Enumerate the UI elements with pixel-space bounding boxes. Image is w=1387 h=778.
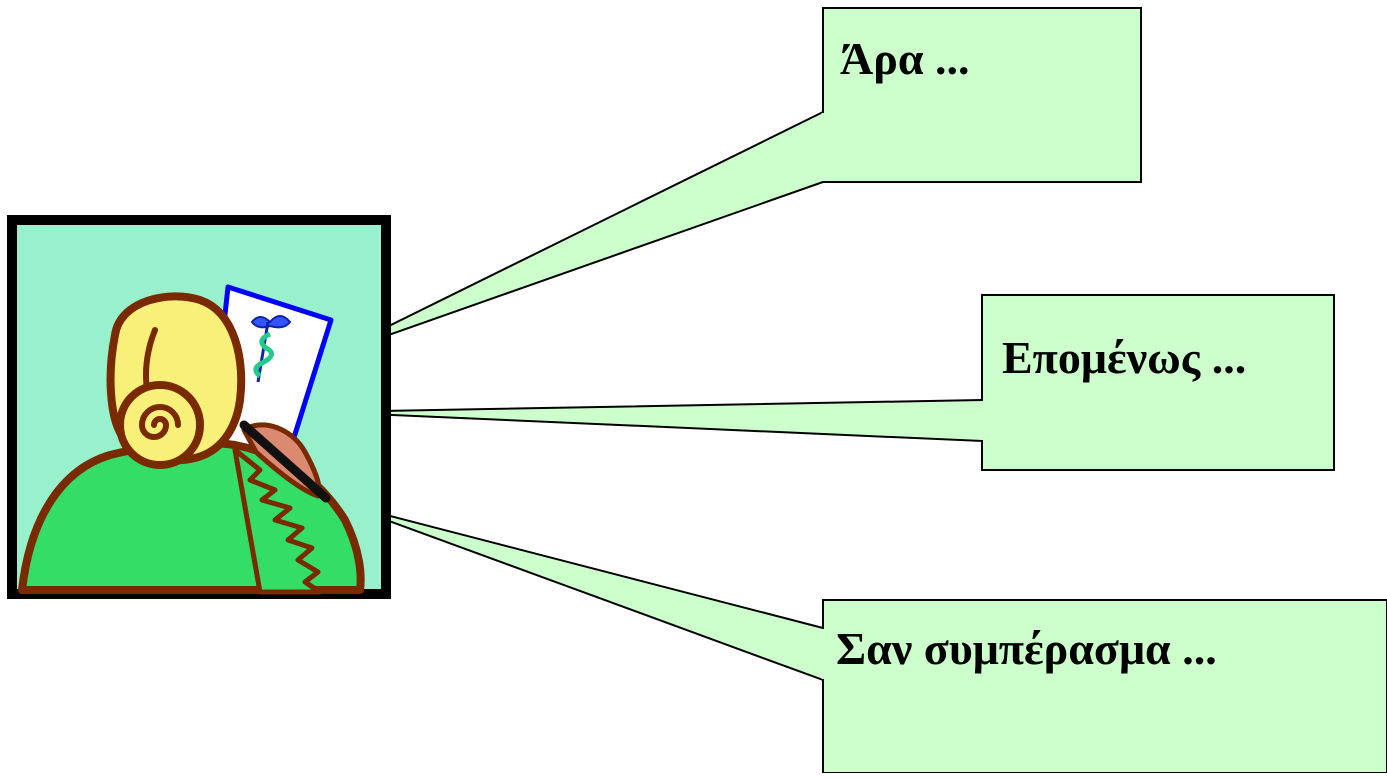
- pen-icon: [239, 420, 331, 503]
- callout-2-tail: [324, 398, 983, 443]
- callout-1: [325, 7, 1142, 358]
- sweater-arm: [232, 447, 323, 595]
- hair-bun: [116, 381, 204, 469]
- woman-writing-clipart-icon: [7, 215, 391, 599]
- callout-1-tail: [325, 110, 824, 358]
- callout-1-box: [822, 7, 1142, 183]
- callout-3-text: Σαν συμπέρασμα ...: [836, 623, 1217, 674]
- callout-2: [324, 294, 1335, 471]
- callout-3-tail: [339, 502, 824, 682]
- callout-2-text: Επομένως ...: [1002, 332, 1247, 383]
- callout-3: [339, 502, 1387, 774]
- caduceus-icon: [250, 315, 292, 383]
- callout-1-text: Άρα ...: [840, 33, 970, 84]
- callout-3-box: [822, 599, 1387, 774]
